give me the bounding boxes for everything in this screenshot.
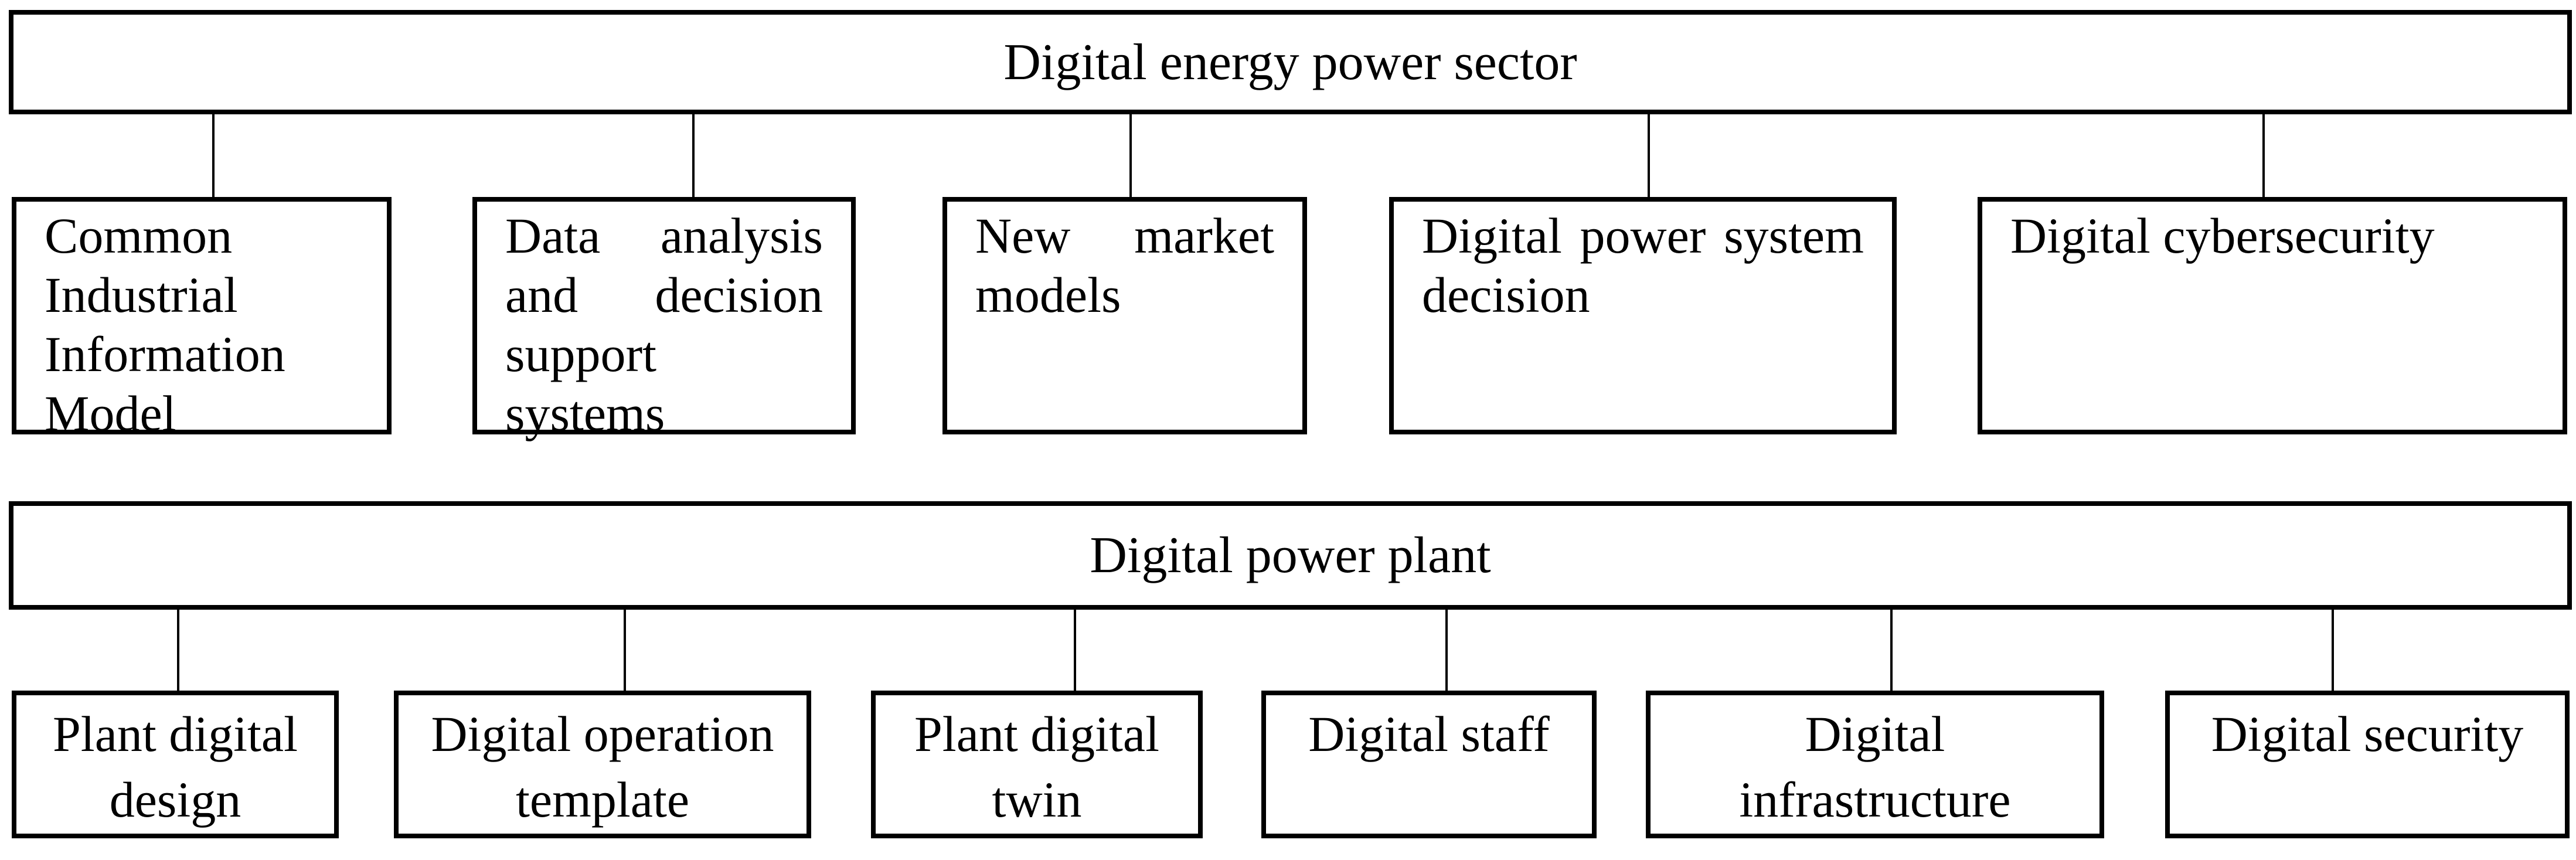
node-label: Digital power system decision <box>1422 208 1864 323</box>
node-label: Digital operation template <box>431 706 774 828</box>
node-label: Digital cybersecurity <box>2010 208 2435 264</box>
node-new-market-models: New market models <box>942 197 1307 434</box>
node-digital-operation-template: Digital operation template <box>394 691 811 838</box>
node-data-analysis-decision-support-systems: Data analysis and decision support syste… <box>472 197 856 441</box>
parent-node-digital-energy-power-sector: Digital energy power sector <box>9 10 2572 114</box>
node-common-industrial-information-model: Common Industrial Information Model <box>12 197 392 441</box>
node-label: Digital infrastructure <box>1739 706 2011 828</box>
connector-line <box>2262 113 2265 198</box>
node-label: Plant digital twin <box>914 706 1160 828</box>
connector-line <box>1648 113 1650 198</box>
node-label: New market models <box>975 208 1274 323</box>
node-digital-power-system-decision: Digital power system decision <box>1389 197 1897 434</box>
connector-line <box>1074 609 1076 692</box>
parent-node-label: Digital energy power sector <box>1003 33 1577 91</box>
node-label: Common Industrial Information Model <box>45 208 285 441</box>
parent-node-label: Digital power plant <box>1090 527 1491 584</box>
connector-line <box>692 113 695 198</box>
connector-line <box>2332 609 2334 692</box>
node-plant-digital-design: Plant digital design <box>12 691 339 838</box>
node-label: Digital staff <box>1308 706 1550 762</box>
node-digital-infrastructure: Digital infrastructure <box>1646 691 2104 838</box>
node-label: Digital security <box>2211 706 2524 762</box>
node-digital-cybersecurity: Digital cybersecurity <box>1978 197 2567 434</box>
connector-line <box>1890 609 1893 692</box>
node-plant-digital-twin: Plant digital twin <box>871 691 1203 838</box>
node-label: Data analysis and decision support syste… <box>505 208 823 441</box>
connector-line <box>177 609 179 692</box>
connector-line <box>1129 113 1132 198</box>
node-label: Plant digital design <box>52 706 298 828</box>
node-digital-security: Digital security <box>2165 691 2570 838</box>
connector-line <box>624 609 626 692</box>
connector-line <box>1445 609 1448 692</box>
connector-line <box>212 113 215 198</box>
parent-node-digital-power-plant: Digital power plant <box>9 501 2572 610</box>
node-digital-staff: Digital staff <box>1261 691 1597 838</box>
